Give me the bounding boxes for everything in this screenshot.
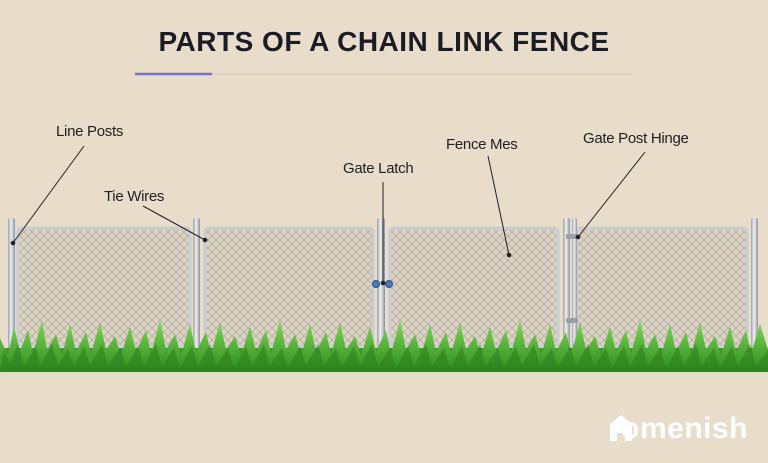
fence-posts [8,218,758,350]
line-post [572,218,577,350]
gate-hinge [566,318,578,323]
leader-lines [12,145,646,283]
line-post [751,218,758,350]
brand-logo-text: omenish [621,412,748,445]
fence-mesh-panels [16,226,749,348]
label-tie-wires: Tie Wires [104,188,165,205]
gate-hinge [566,234,578,239]
leader-dots [10,234,581,286]
gate-latch-left [372,280,380,288]
line-post [193,218,200,350]
leader-line-line-posts [12,145,85,244]
gate-latch-right [385,280,393,288]
label-gate-post-hinge: Gate Post Hinge [583,130,689,147]
leader-line-fence-mesh [487,155,510,256]
page-title: PARTS OF A CHAIN LINK FENCE [158,26,610,57]
brand-logo-icon [610,415,632,441]
line-post [8,218,15,350]
label-line-posts: Line Posts [56,123,124,140]
grass [0,320,768,372]
label-gate-latch: Gate Latch [343,160,414,177]
label-fence-mesh: Fence Mes [446,136,518,153]
brand-logo: omenish [621,410,748,448]
leader-line-tie-wires [142,205,206,241]
gate-post [563,218,570,350]
leader-line-gate-post-hinge [577,151,646,238]
